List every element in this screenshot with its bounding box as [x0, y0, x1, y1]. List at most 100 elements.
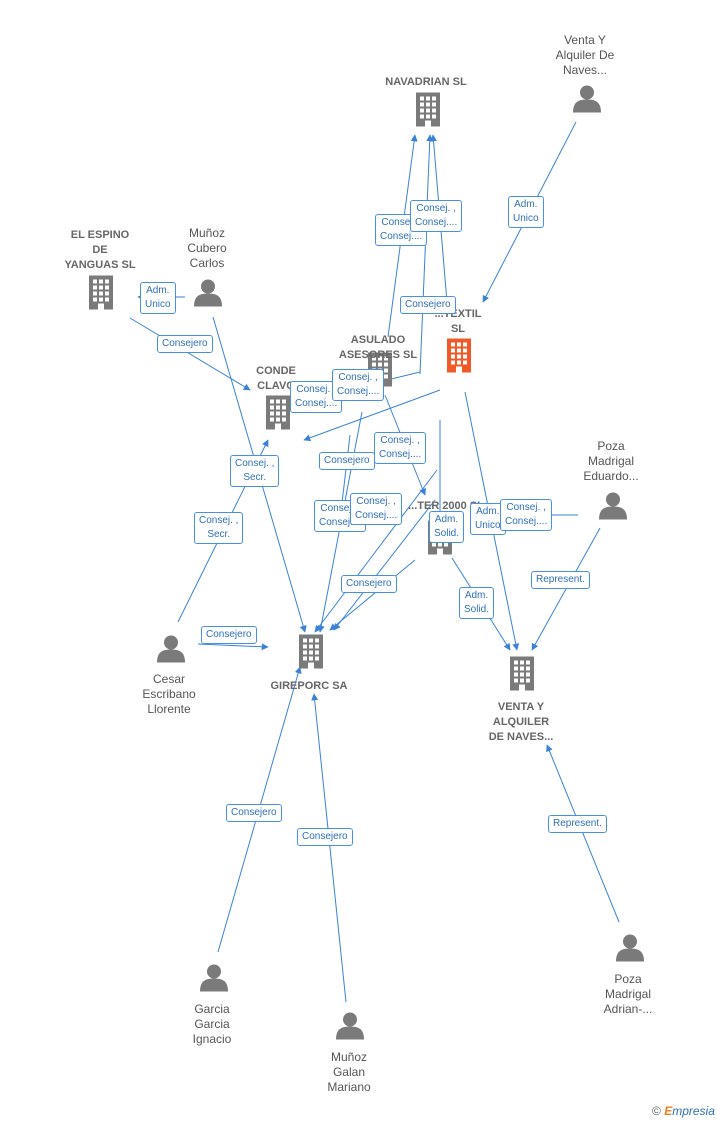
relation-label-line: Consej. ,: [356, 496, 396, 507]
relation-badge[interactable]: Consejero: [297, 828, 353, 846]
relation-badge[interactable]: Consej. ,Secr.: [194, 512, 244, 544]
relation-badge[interactable]: Represent.: [548, 815, 607, 833]
relation-badge[interactable]: Consejero: [400, 296, 456, 314]
edge-21: [197, 643, 269, 651]
relation-label-line: Consej....: [379, 449, 422, 460]
person-icon-garcia[interactable]: [200, 964, 228, 997]
node-label-line: Eduardo...: [583, 469, 639, 483]
relation-label-line: Adm.: [476, 506, 500, 517]
node-label-line: Poza: [614, 972, 642, 986]
relation-badge[interactable]: Consej. , Secr.: [230, 455, 280, 487]
relation-badge[interactable]: Consej. , Consej....: [410, 200, 463, 232]
edge-24: [546, 744, 620, 923]
building-icon-navadrian[interactable]: [414, 92, 442, 132]
node-label-line: DE NAVES...: [488, 731, 554, 743]
relation-label-line: Consej. ,: [235, 458, 275, 469]
relation-badge[interactable]: Consej. ,Consej....: [500, 499, 553, 531]
node-label-line: EL ESPINO: [70, 229, 130, 241]
node-label-ter2000[interactable]: ...TER 2000 SL: [408, 499, 484, 514]
relation-badge[interactable]: Consej. ,Consej....: [374, 432, 427, 464]
relation-badge[interactable]: Consejero: [157, 335, 213, 353]
node-label-line: Ignacio: [192, 1032, 232, 1046]
node-label-line: Garcia: [194, 1017, 230, 1031]
empresia-logo: © Empresia: [652, 1104, 715, 1118]
edge-20: [329, 559, 416, 631]
copyright-symbol: ©: [652, 1104, 661, 1118]
relation-badge[interactable]: Consejero: [319, 452, 375, 470]
relation-badge[interactable]: Consej. , Consej....: [350, 493, 403, 525]
node-label-line: Madrigal: [587, 454, 635, 468]
relation-label-line: Consejero: [302, 831, 348, 842]
relation-label-line: Unico: [513, 213, 539, 224]
relation-label-line: Adm.: [146, 285, 170, 296]
relation-label-line: Consejero: [162, 338, 208, 349]
relation-label-line: Unico: [475, 520, 501, 531]
relation-label-line: Unico: [145, 299, 171, 310]
person-icon-venta_naves_top[interactable]: [573, 85, 601, 118]
building-icon-textil[interactable]: [445, 338, 473, 378]
relation-label-line: Consej....: [415, 217, 458, 228]
relation-badge[interactable]: Represent.: [531, 571, 590, 589]
relation-badge[interactable]: Adm. Unico: [470, 503, 506, 535]
node-label-line: Escribano: [142, 687, 196, 701]
edge-13: [314, 469, 438, 633]
node-label-line: Naves...: [562, 63, 608, 77]
relation-label-line: Consejero: [231, 807, 277, 818]
person-icon-poza_adrian[interactable]: [616, 934, 644, 967]
node-label-line: Cesar: [152, 672, 185, 686]
edge-14: [333, 499, 436, 631]
relation-label-line: Consej....: [505, 516, 548, 527]
building-icon-gireporc[interactable]: [297, 634, 325, 674]
relation-badge[interactable]: Adm. Unico: [140, 282, 176, 314]
relation-label-line: Consej. ,: [296, 384, 336, 395]
node-label-navadrian[interactable]: NAVADRIAN SL: [385, 75, 466, 90]
person-icon-cesar[interactable]: [157, 635, 185, 668]
relation-label-line: Adm.: [514, 199, 538, 210]
relation-label-line: Adm.: [434, 514, 459, 525]
person-icon-munoz_galan[interactable]: [336, 1012, 364, 1045]
person-icon-munoz_cubero[interactable]: [194, 279, 222, 312]
relation-badge[interactable]: Consejero: [201, 626, 257, 644]
relation-badge[interactable]: Adm.Solid.: [429, 511, 465, 543]
relation-label-line: Consej....: [355, 510, 398, 521]
relation-label-line: Consej....: [295, 398, 338, 409]
relation-badge[interactable]: Consejero: [226, 804, 282, 822]
node-label-line: Muñoz: [330, 1050, 368, 1064]
node-label-line: Muñoz: [188, 226, 226, 240]
relation-badge[interactable]: Consej. ,Consej....: [332, 369, 385, 401]
edge-23: [311, 693, 347, 1003]
relation-label-line: Consej. ,: [416, 203, 456, 214]
edge-18: [531, 527, 601, 651]
relation-label-line: Consejero: [206, 629, 252, 640]
edge-1: [129, 317, 251, 391]
relation-label-line: Represent.: [553, 818, 602, 829]
relation-badge[interactable]: Adm. Unico: [508, 196, 544, 228]
relation-badge[interactable]: Consejero: [341, 575, 397, 593]
node-label-line: DE: [92, 244, 108, 256]
node-label-gireporc[interactable]: GIREPORC SA: [270, 679, 347, 694]
relation-label-line: Secr.: [243, 472, 267, 483]
relation-label-line: Consejero: [346, 578, 392, 589]
node-label-line: Madrigal: [604, 987, 652, 1001]
relation-label-line: Consej. ,: [338, 372, 378, 383]
node-label-line: CONDE: [256, 365, 296, 377]
relation-badge[interactable]: Adm.Solid.: [459, 587, 495, 619]
person-icon-poza_eduardo[interactable]: [599, 492, 627, 525]
building-icon-conde_clavo[interactable]: [264, 395, 292, 435]
node-label-line: ASULADO: [350, 334, 406, 346]
building-icon-venta_naves_co[interactable]: [508, 656, 536, 696]
node-label-line: Mariano: [327, 1080, 371, 1094]
node-label-line: Llorente: [147, 702, 191, 716]
building-icon-espino[interactable]: [87, 275, 115, 315]
